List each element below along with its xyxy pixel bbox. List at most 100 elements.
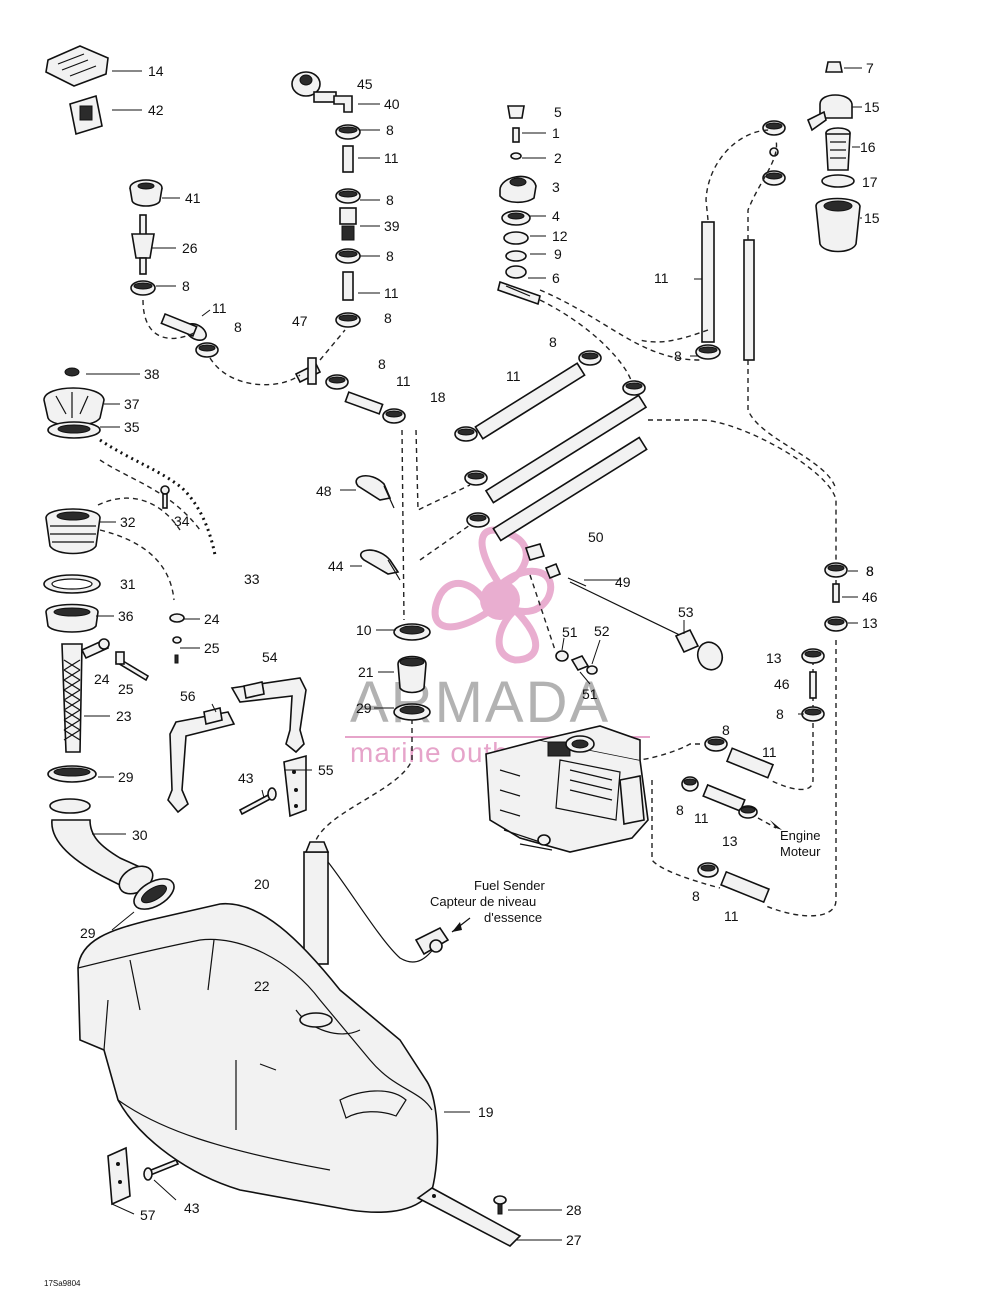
clip-part-14 [45,45,109,87]
engine-arrow-icon [757,817,782,830]
label-15: 15 [864,99,880,115]
label-35: 35 [124,419,140,435]
fuel-sender-label-fr1: Capteur de niveau [430,894,536,909]
label-5: 5 [554,104,562,120]
label-34: 34 [174,513,190,529]
label-8: 8 [386,122,394,138]
routing-lines [97,129,837,917]
bracket-part-57 [107,1146,131,1206]
tether-chain-part-33 [99,438,217,556]
gasket-part-36 [45,603,99,633]
valve-part-50 [524,543,562,580]
part-number-labels: 14 42 45 40 8 11 8 39 8 11 8 5 1 2 3 4 1… [80,60,880,1248]
fitting-part-10-21-29 [393,623,431,721]
label-11: 11 [396,373,411,389]
label-2: 2 [554,150,562,166]
retainer-part-42 [69,94,103,136]
valve-stack-part-3 [497,105,541,306]
fuel-sender-label-en: Fuel Sender [474,878,545,893]
label-8: 8 [182,278,190,294]
label-11: 11 [694,810,709,826]
label-25: 25 [118,681,134,697]
label-46: 46 [774,676,790,692]
screw-part-28 [493,1195,507,1215]
clamp-top-right [762,120,786,186]
label-13: 13 [862,615,878,631]
grommet-part-41 [129,179,163,207]
label-8: 8 [692,888,700,904]
label-41: 41 [185,190,201,206]
label-11: 11 [762,744,777,760]
label-4: 4 [552,208,560,224]
label-25: 25 [204,640,220,656]
rivet-part-43-lower [143,1158,180,1181]
carburetor-assembly [485,725,649,853]
label-18: 18 [430,389,446,405]
label-43: 43 [184,1200,200,1216]
fuel-filter-assembly-part-15 [806,61,861,253]
label-45: 45 [357,76,373,92]
label-3: 3 [552,179,560,195]
screw-part-24-25 [169,613,185,664]
callouts: Engine Moteur Fuel Sender Capteur de niv… [430,828,821,925]
label-17: 17 [862,174,878,190]
label-43: 43 [238,770,254,786]
label-22: 22 [254,978,270,994]
vent-tube-part-23 [61,638,150,753]
strap-part-54 [230,677,307,754]
label-19: 19 [478,1104,494,1120]
label-24: 24 [204,611,220,627]
label-54: 54 [262,649,278,665]
label-7: 7 [866,60,874,76]
label-13: 13 [722,833,738,849]
label-32: 32 [120,514,136,530]
strap-part-56 [167,707,236,814]
label-52: 52 [594,623,610,639]
leader-lines [84,67,862,1241]
label-8: 8 [866,563,874,579]
label-31: 31 [120,576,136,592]
label-33: 33 [244,571,260,587]
label-44: 44 [328,558,344,574]
label-42: 42 [148,102,164,118]
cable-ties-part-48-44 [355,475,401,581]
hoses-diagonal [160,312,648,542]
label-11: 11 [506,368,521,384]
label-26: 26 [182,240,198,256]
clamp-part-8-left [130,280,156,296]
label-57: 57 [140,1207,156,1223]
label-8: 8 [549,334,557,350]
rivet-part-43-upper [238,787,277,816]
label-8: 8 [722,722,730,738]
label-14: 14 [148,63,164,79]
label-24: 24 [94,671,110,687]
knob-part-53 [674,628,724,671]
label-27: 27 [566,1232,582,1248]
label-51: 51 [582,686,598,702]
label-8: 8 [234,319,242,335]
label-8: 8 [776,706,784,722]
fuel-sender-part-20 [303,841,450,965]
label-23: 23 [116,708,132,724]
bracket-part-55 [283,754,307,818]
engine-hoses [681,562,848,904]
label-6: 6 [552,270,560,286]
label-56: 56 [180,688,196,704]
label-21: 21 [358,664,374,680]
watermark-brand: ARMADA [350,670,610,735]
strap-part-27 [416,1187,522,1247]
label-30: 30 [132,827,148,843]
label-11-right: 11 [654,270,669,286]
label-8: 8 [386,192,394,208]
label-8: 8 [676,802,684,818]
label-8: 8 [674,348,682,364]
label-11: 11 [384,150,399,166]
watermark-propeller-icon [431,526,554,664]
label-8: 8 [866,563,874,579]
label-51: 51 [562,624,578,640]
label-53: 53 [678,604,694,620]
ring-part-31 [43,574,101,594]
figure-code: 17Sa9804 [44,1279,81,1288]
label-46: 46 [862,589,878,605]
label-8: 8 [384,310,392,326]
